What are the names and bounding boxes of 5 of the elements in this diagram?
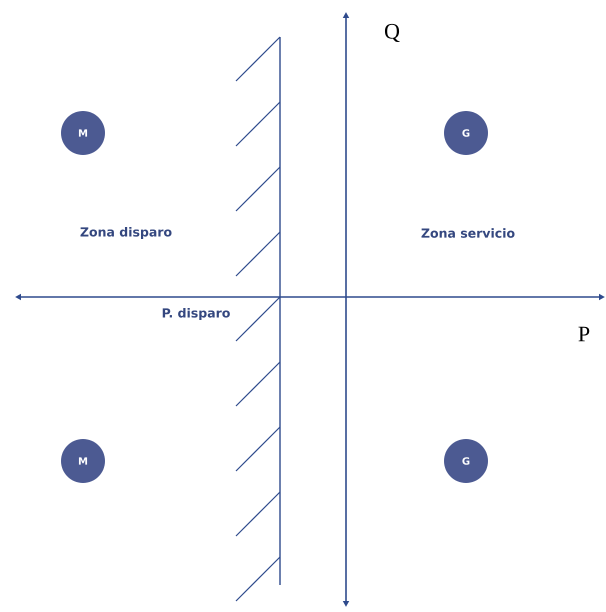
zone-label: Zona servicio [422, 228, 515, 238]
zone-label: P. disparo [162, 308, 230, 320]
axis-label: Q [384, 24, 400, 42]
axis-label: P [578, 326, 590, 342]
zone-label: Zona disparo [80, 226, 172, 240]
